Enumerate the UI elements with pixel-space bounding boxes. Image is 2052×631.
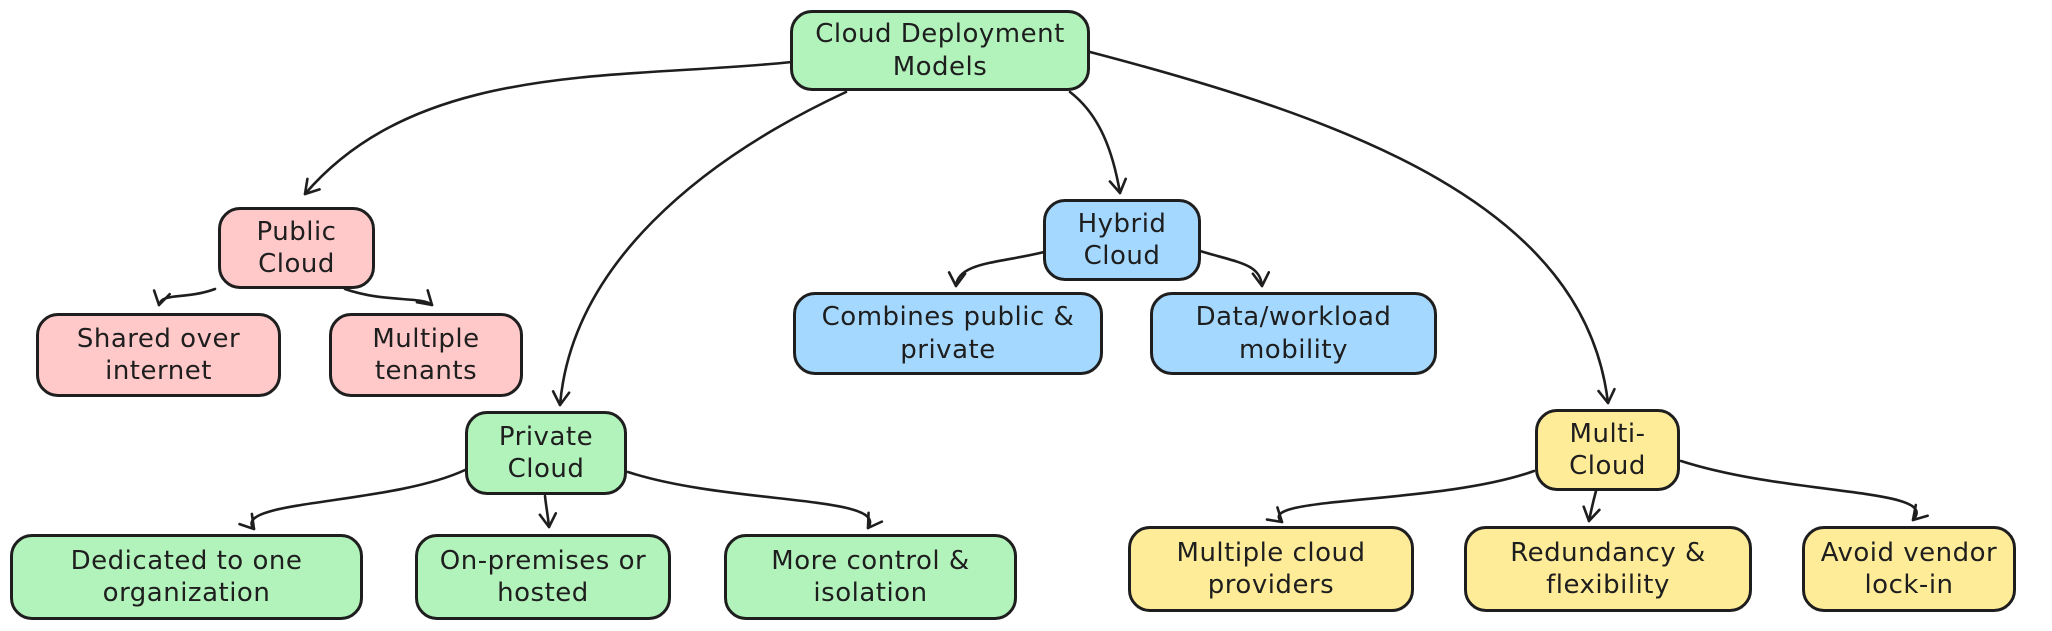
arrow-private-to-onprem [538,494,558,529]
arrow-private-to-dedicated [238,468,467,531]
node-dedicated-to-one-org[interactable]: Dedicated to one organization [10,534,363,620]
node-shared-over-internet[interactable]: Shared over internet [36,313,281,397]
arrow-root-to-hybrid-cloud [1068,90,1127,195]
node-cloud-deployment-models[interactable]: Cloud Deployment Models [790,10,1090,91]
node-data-workload-mobility[interactable]: Data/workload mobility [1150,292,1437,375]
arrow-hybrid-to-combines [947,250,1046,288]
arrow-root-to-multi-cloud [1088,50,1616,405]
node-multi-cloud[interactable]: Multi- Cloud [1535,409,1680,491]
node-multiple-tenants[interactable]: Multiple tenants [329,313,523,397]
node-combines-public-private[interactable]: Combines public & private [793,292,1103,375]
arrow-root-to-private-cloud [551,90,848,407]
arrow-public-to-tenants [343,287,434,307]
node-on-premises-or-hosted[interactable]: On-premises or hosted [415,534,671,620]
node-avoid-vendor-lock-in[interactable]: Avoid vendor lock-in [1802,526,2016,612]
node-private-cloud[interactable]: Private Cloud [465,411,627,495]
node-public-cloud[interactable]: Public Cloud [218,207,375,289]
node-more-control-isolation[interactable]: More control & isolation [724,534,1017,620]
arrow-private-to-control [626,470,884,530]
arrow-public-to-shared [152,287,217,307]
arrow-multi-to-vendor [1679,459,1929,522]
node-multiple-cloud-providers[interactable]: Multiple cloud providers [1128,526,1414,612]
arrow-hybrid-to-mobility [1198,249,1271,288]
arrow-multi-to-redundancy [1582,489,1601,523]
node-hybrid-cloud[interactable]: Hybrid Cloud [1043,199,1201,281]
node-redundancy-flexibility[interactable]: Redundancy & flexibility [1464,526,1752,612]
arrow-root-to-public-cloud [303,60,794,196]
arrow-multi-to-providers [1265,469,1536,524]
